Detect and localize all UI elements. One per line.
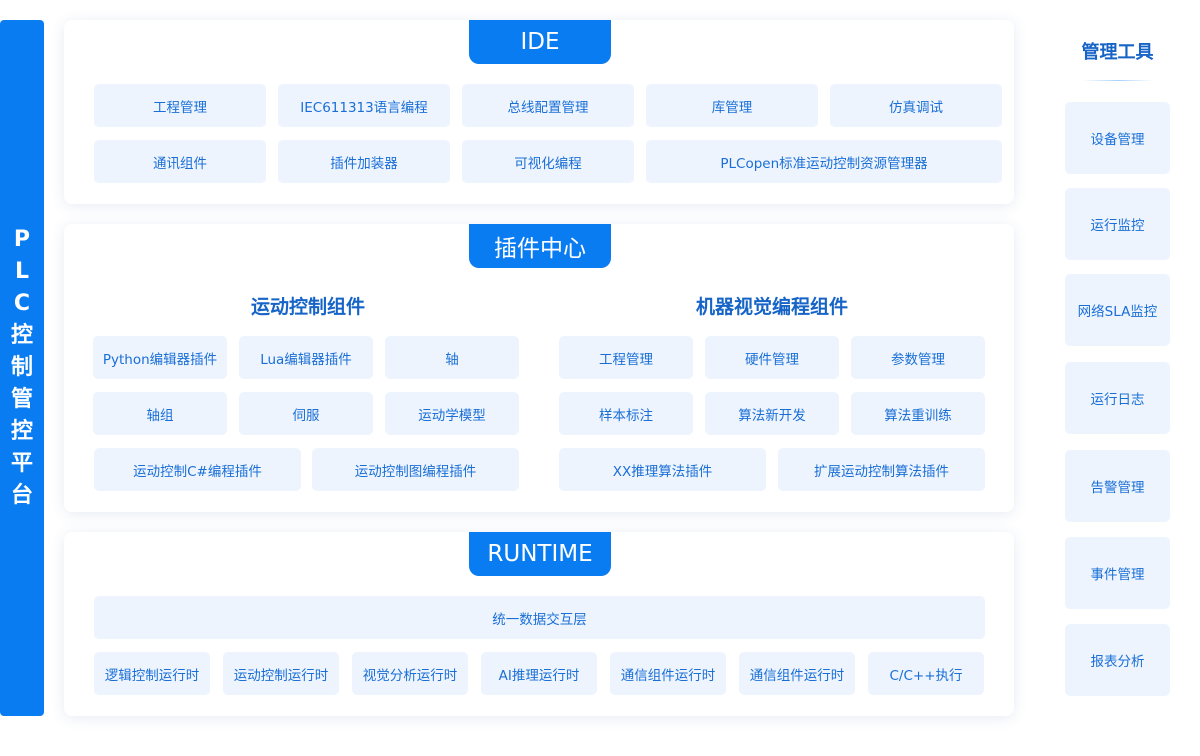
motion-item[interactable]: 运动控制C#编程插件 bbox=[94, 448, 301, 491]
tools-title: 管理工具 bbox=[1081, 42, 1154, 63]
platform-char: 台 bbox=[10, 483, 33, 508]
ide-panel: IDE 工程管理 IEC611313语言编程 总线配置管理 库管理 仿真调试 通… bbox=[64, 20, 1014, 204]
runtime-item[interactable]: 逻辑控制运行时 bbox=[94, 652, 210, 695]
motion-item[interactable]: 轴组 bbox=[93, 392, 227, 435]
vision-item[interactable]: XX推理算法插件 bbox=[559, 448, 766, 491]
motion-item[interactable]: 伺服 bbox=[239, 392, 373, 435]
platform-char: 控 bbox=[10, 419, 33, 444]
platform-char: 制 bbox=[10, 355, 33, 380]
platform-char: 控 bbox=[10, 323, 33, 348]
vision-item[interactable]: 扩展运动控制算法插件 bbox=[778, 448, 985, 491]
tool-item[interactable]: 设备管理 bbox=[1065, 102, 1170, 174]
runtime-item[interactable]: 通信组件运行时 bbox=[610, 652, 726, 695]
motion-item[interactable]: 运动学模型 bbox=[385, 392, 519, 435]
ide-item[interactable]: PLCopen标准运动控制资源管理器 bbox=[646, 140, 1002, 183]
ide-item[interactable]: 通讯组件 bbox=[94, 140, 266, 183]
runtime-panel: RUNTIME 统一数据交互层 逻辑控制运行时 运动控制运行时 视觉分析运行时 … bbox=[64, 532, 1014, 716]
motion-group-title: 运动控制组件 bbox=[250, 296, 365, 318]
vision-item[interactable]: 工程管理 bbox=[559, 336, 693, 379]
runtime-item[interactable]: 通信组件运行时 bbox=[739, 652, 855, 695]
vision-item[interactable]: 算法重训练 bbox=[851, 392, 985, 435]
ide-item[interactable]: 插件加装器 bbox=[278, 140, 450, 183]
plugin-center-title: 插件中心 bbox=[469, 224, 611, 268]
motion-item[interactable]: 运动控制图编程插件 bbox=[312, 448, 519, 491]
runtime-item[interactable]: AI推理运行时 bbox=[481, 652, 597, 695]
tool-item[interactable]: 运行日志 bbox=[1065, 362, 1170, 434]
runtime-title: RUNTIME bbox=[469, 532, 611, 576]
ide-item[interactable]: 工程管理 bbox=[94, 84, 266, 127]
platform-char: 管 bbox=[10, 387, 33, 412]
platform-char: L bbox=[14, 259, 29, 284]
platform-label: P L C 控 制 管 控 平 台 bbox=[11, 224, 33, 512]
tool-item[interactable]: 运行监控 bbox=[1065, 188, 1170, 260]
vision-group-title: 机器视觉编程组件 bbox=[695, 296, 848, 318]
ide-title: IDE bbox=[469, 20, 611, 64]
motion-item[interactable]: Python编辑器插件 bbox=[93, 336, 227, 379]
tool-item[interactable]: 事件管理 bbox=[1065, 537, 1170, 609]
tool-item[interactable]: 网络SLA监控 bbox=[1065, 274, 1170, 346]
ide-item[interactable]: 总线配置管理 bbox=[462, 84, 634, 127]
runtime-item[interactable]: C/C++执行 bbox=[868, 652, 984, 695]
motion-item[interactable]: 轴 bbox=[385, 336, 519, 379]
data-layer[interactable]: 统一数据交互层 bbox=[94, 596, 985, 639]
motion-item[interactable]: Lua编辑器插件 bbox=[239, 336, 373, 379]
runtime-item[interactable]: 运动控制运行时 bbox=[223, 652, 339, 695]
tool-item[interactable]: 报表分析 bbox=[1065, 624, 1170, 696]
platform-bar: P L C 控 制 管 控 平 台 bbox=[0, 20, 44, 716]
ide-item[interactable]: IEC611313语言编程 bbox=[278, 84, 450, 127]
vision-item[interactable]: 硬件管理 bbox=[705, 336, 839, 379]
plugin-center-panel: 插件中心 运动控制组件 Python编辑器插件 Lua编辑器插件 轴 轴组 伺服… bbox=[64, 224, 1014, 512]
platform-char: P bbox=[13, 227, 31, 252]
ide-item[interactable]: 仿真调试 bbox=[830, 84, 1002, 127]
vision-item[interactable]: 参数管理 bbox=[851, 336, 985, 379]
vision-item[interactable]: 算法新开发 bbox=[705, 392, 839, 435]
vision-item[interactable]: 样本标注 bbox=[559, 392, 693, 435]
tools-title-divider bbox=[1083, 80, 1153, 81]
platform-char: 平 bbox=[10, 451, 33, 476]
runtime-item[interactable]: 视觉分析运行时 bbox=[352, 652, 468, 695]
ide-item[interactable]: 库管理 bbox=[646, 84, 818, 127]
platform-char: C bbox=[13, 291, 31, 316]
tool-item[interactable]: 告警管理 bbox=[1065, 450, 1170, 522]
ide-item[interactable]: 可视化编程 bbox=[462, 140, 634, 183]
